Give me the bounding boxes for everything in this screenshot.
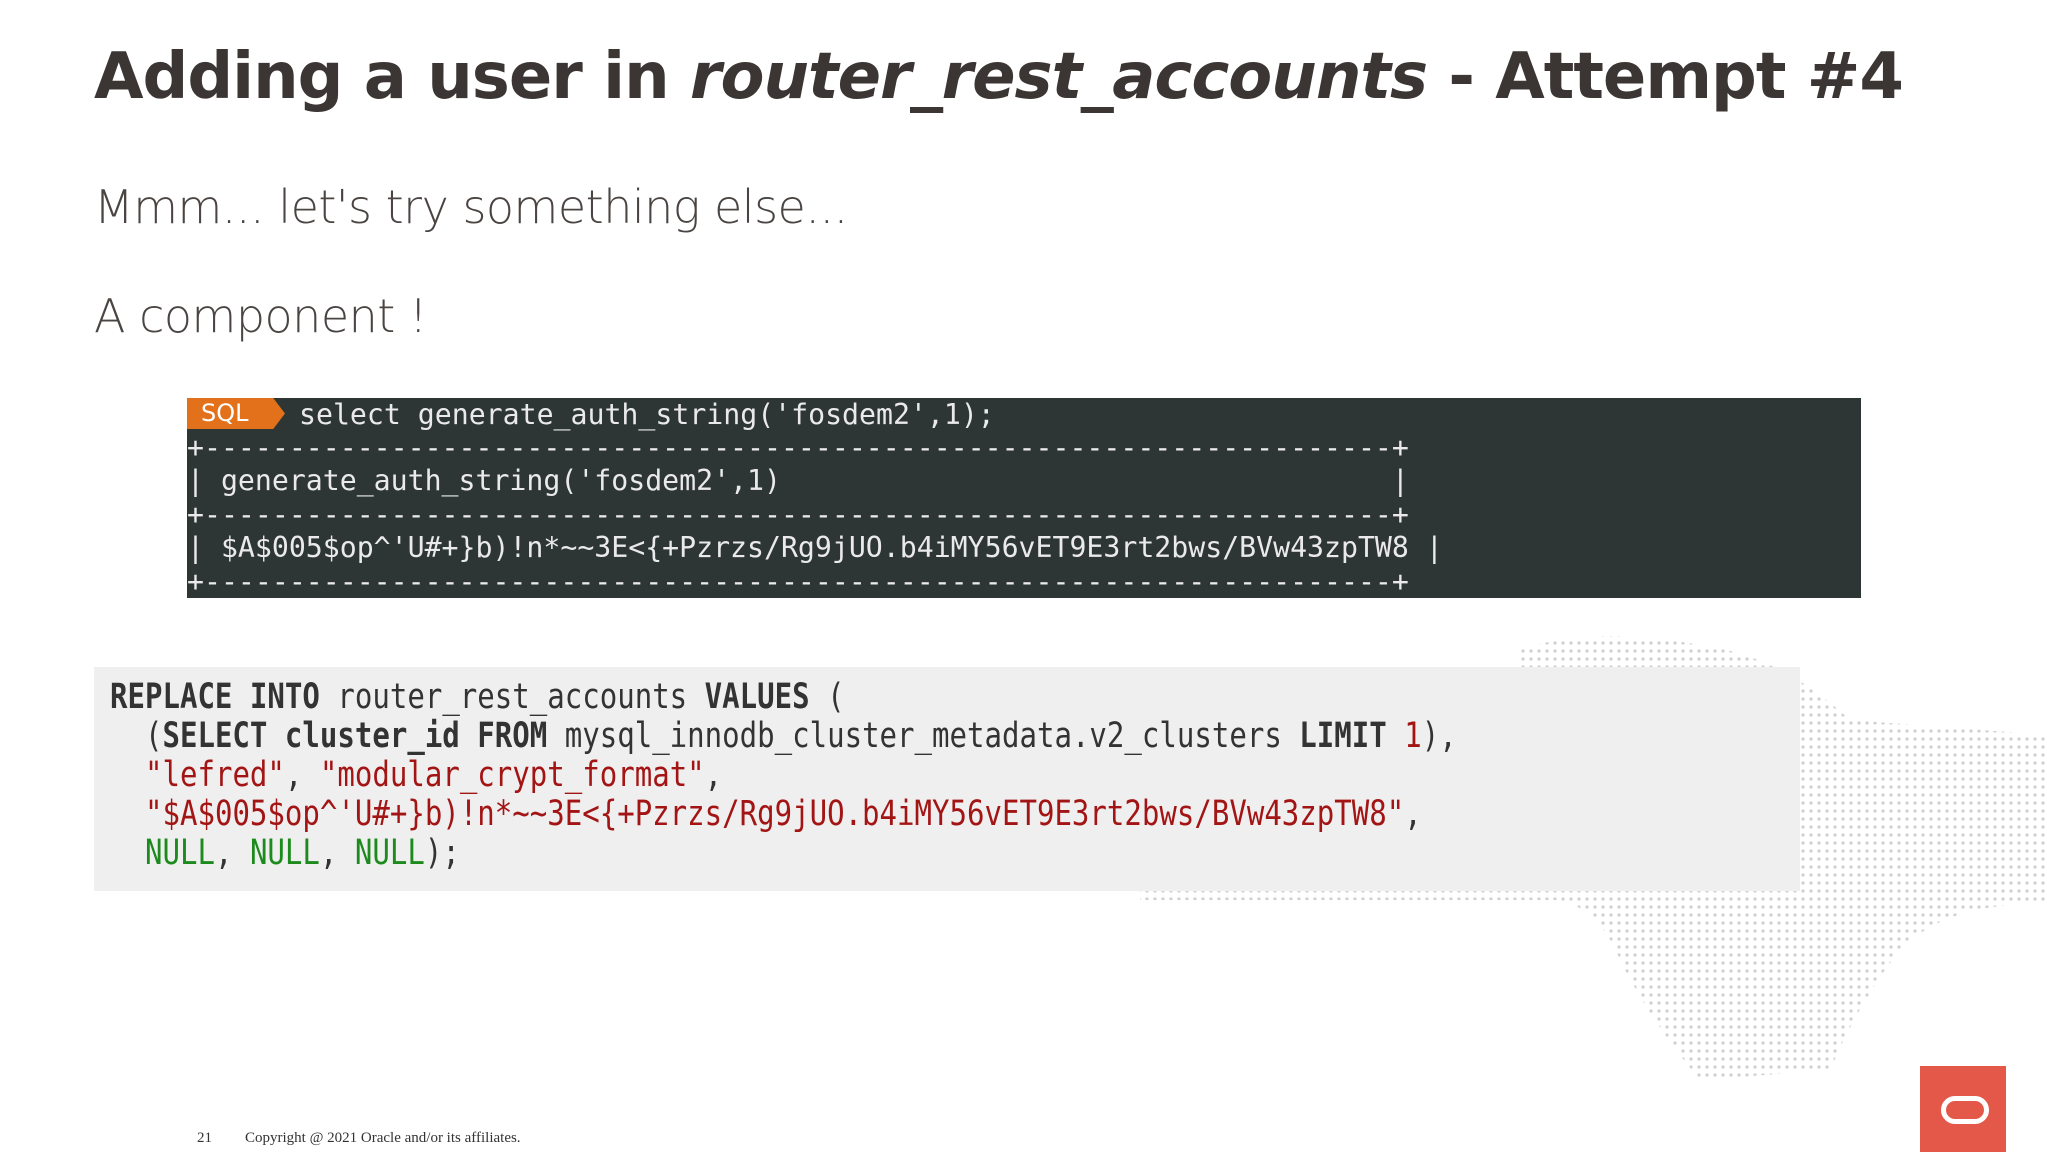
null-literal: NULL bbox=[249, 833, 320, 873]
result-table: +---------------------------------------… bbox=[187, 431, 1443, 598]
component-line: A component ! bbox=[94, 289, 427, 343]
subtitle-line: Mmm... let's try something else... bbox=[94, 180, 848, 234]
number-literal: 1 bbox=[1386, 716, 1422, 756]
keyword: REPLACE INTO bbox=[110, 677, 320, 717]
string-literal: "lefred" bbox=[144, 755, 285, 795]
replace-statement: REPLACE INTO router_rest_accounts VALUES… bbox=[110, 678, 1457, 873]
punctuation: ( bbox=[110, 716, 163, 756]
oracle-ring-icon bbox=[1941, 1096, 1989, 1124]
copyright-text: Copyright @ 2021 Oracle and/or its affil… bbox=[245, 1130, 521, 1146]
keyword: LIMIT bbox=[1299, 716, 1387, 756]
punctuation: ), bbox=[1421, 716, 1457, 756]
punctuation: ( bbox=[809, 677, 845, 717]
keyword: VALUES bbox=[704, 677, 810, 717]
table-value-row: | $A$005$op^'U#+}b)!n*~~3E<{+Pzrzs/Rg9jU… bbox=[187, 531, 1443, 565]
keyword: SELECT cluster_id FROM bbox=[162, 716, 548, 756]
title-suffix: - Attempt #4 bbox=[1427, 40, 1903, 114]
string-literal: "modular_crypt_format" bbox=[319, 755, 705, 795]
sql-command: select generate_auth_string('fosdem2',1)… bbox=[299, 398, 995, 431]
oracle-logo bbox=[1920, 1066, 2006, 1152]
string-literal: "$A$005$op^'U#+}b)!n*~~3E<{+Pzrzs/Rg9jUO… bbox=[144, 794, 1405, 834]
punctuation: , bbox=[704, 755, 723, 795]
null-literal: NULL bbox=[144, 833, 215, 873]
terminal-screenshot: SQL select generate_auth_string('fosdem2… bbox=[187, 398, 1861, 598]
indent bbox=[110, 794, 145, 834]
punctuation: , bbox=[319, 833, 355, 873]
identifier: mysql_innodb_cluster_metadata.v2_cluster… bbox=[547, 716, 1300, 756]
table-border: +---------------------------------------… bbox=[187, 431, 1409, 464]
punctuation: ); bbox=[424, 833, 460, 873]
indent bbox=[110, 755, 145, 795]
code-block: REPLACE INTO router_rest_accounts VALUES… bbox=[94, 667, 1800, 891]
slide-title: Adding a user in router_rest_accounts - … bbox=[94, 40, 1904, 114]
title-prefix: Adding a user in bbox=[94, 40, 690, 114]
punctuation: , bbox=[1404, 794, 1422, 834]
indent bbox=[110, 833, 145, 873]
punctuation: , bbox=[284, 755, 320, 795]
page-number: 21 bbox=[197, 1130, 212, 1146]
punctuation: , bbox=[214, 833, 250, 873]
sql-prompt-badge: SQL bbox=[187, 398, 285, 429]
table-border: +---------------------------------------… bbox=[187, 497, 1409, 531]
null-literal: NULL bbox=[354, 833, 425, 873]
title-table-name: router_rest_accounts bbox=[689, 40, 1428, 114]
table-header-row: | generate_auth_string('fosdem2',1) | bbox=[187, 464, 1409, 498]
table-border: +---------------------------------------… bbox=[187, 564, 1409, 598]
identifier: router_rest_accounts bbox=[319, 677, 705, 717]
